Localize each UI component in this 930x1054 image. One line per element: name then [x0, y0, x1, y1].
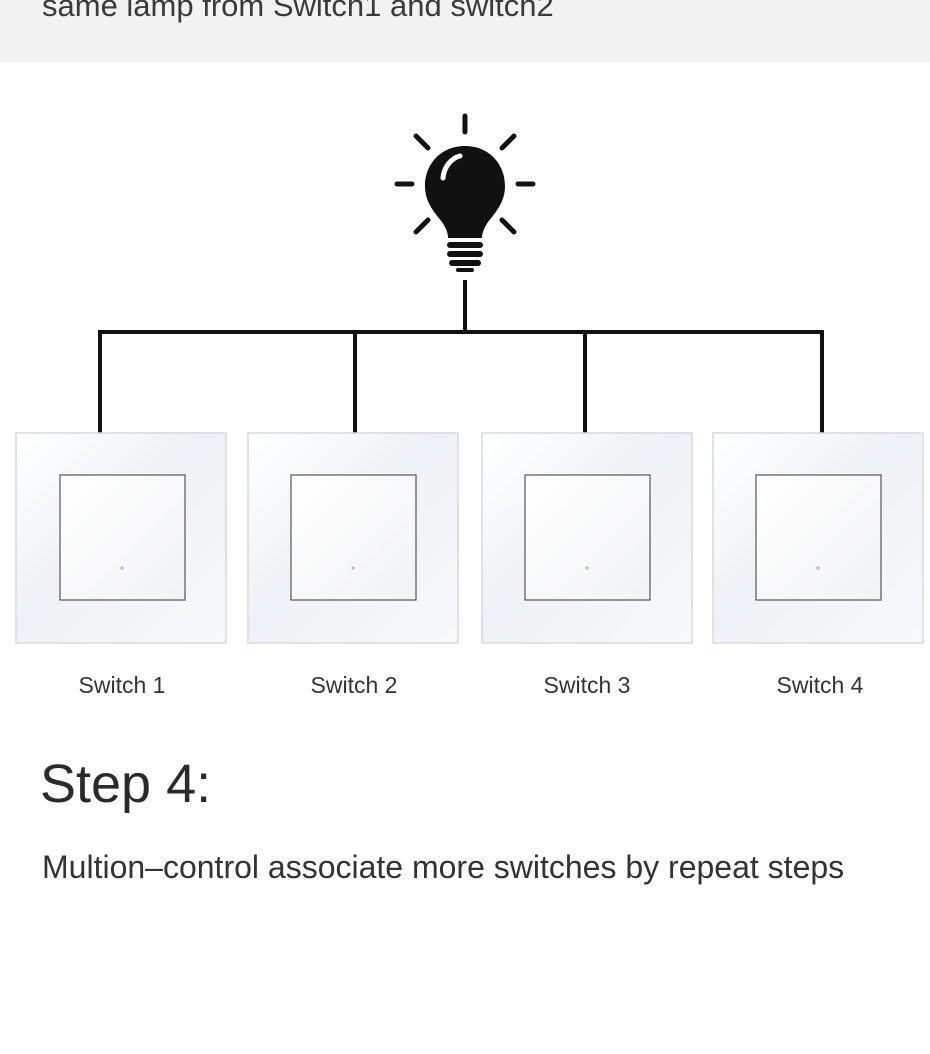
switch-1-label: Switch 1 [78, 672, 166, 698]
wiring-diagram [15, 113, 924, 644]
step-title: Step 4: [40, 754, 212, 814]
switch-4-label: Switch 4 [776, 672, 864, 698]
switch-1 [15, 432, 227, 644]
light-bulb-icon [394, 113, 536, 272]
wires [98, 280, 824, 434]
switch-3-label: Switch 3 [543, 672, 631, 698]
switch-2-label: Switch 2 [310, 672, 398, 698]
switch-2 [247, 432, 459, 644]
banner-text: same lamp from Switch1 and switch2 [42, 0, 554, 23]
top-banner: same lamp from Switch1 and switch2 [0, 0, 930, 62]
step-description: Multion–control associate more switches … [42, 849, 845, 885]
switch-3 [481, 432, 693, 644]
switch-4 [712, 432, 924, 644]
